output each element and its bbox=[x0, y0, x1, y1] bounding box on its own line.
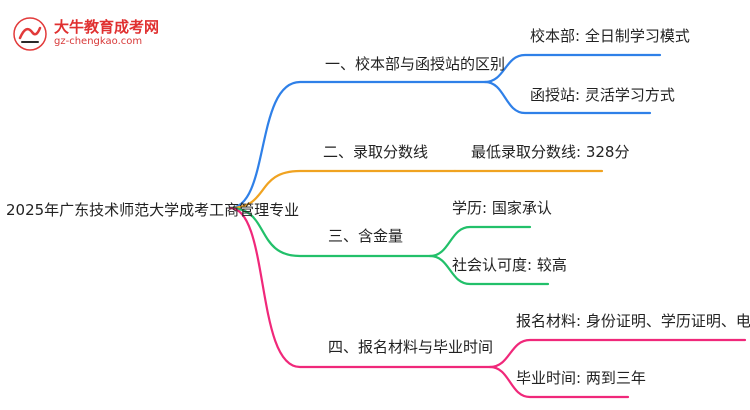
leaf-label-2-1: 最低录取分数线: 328分 bbox=[471, 143, 629, 161]
branch-label-1: 一、校本部与函授站的区别 bbox=[325, 55, 505, 73]
leaf-connector-3-1 bbox=[428, 225, 532, 258]
logo-mark-icon bbox=[13, 17, 47, 51]
branch-label-3: 三、含金量 bbox=[328, 227, 403, 245]
leaf-connector-3-2 bbox=[428, 254, 550, 286]
branch-label-2: 二、录取分数线 bbox=[323, 143, 428, 161]
leaf-label-4-1: 报名材料: 身份证明、学历证明、电子版照片 bbox=[516, 312, 750, 330]
root-node-label: 2025年广东技术师范大学成考工商管理专业 bbox=[6, 201, 299, 219]
branch-connector-3 bbox=[228, 206, 432, 258]
leaf-label-4-2: 毕业时间: 两到三年 bbox=[516, 369, 646, 387]
leaf-label-3-1: 学历: 国家承认 bbox=[452, 199, 552, 217]
logo-site-name: 大牛教育成考网 bbox=[54, 18, 160, 36]
leaf-connector-4-1 bbox=[488, 338, 747, 369]
branch-connector-1 bbox=[228, 80, 487, 210]
site-logo[interactable]: 大牛教育成考网 gz-chengkao.com bbox=[12, 14, 172, 54]
leaf-connector-1-2 bbox=[483, 80, 652, 115]
logo-site-url: gz-chengkao.com bbox=[54, 36, 143, 47]
connector-lines bbox=[228, 53, 747, 399]
leaf-connector-4-2 bbox=[488, 365, 630, 399]
leaf-label-3-2: 社会认可度: 较高 bbox=[452, 256, 567, 274]
leaf-connector-1-1 bbox=[483, 53, 662, 84]
leaf-label-1-2: 函授站: 灵活学习方式 bbox=[530, 86, 675, 104]
branch-connector-4 bbox=[228, 206, 492, 369]
leaf-label-1-1: 校本部: 全日制学习模式 bbox=[530, 27, 690, 45]
branch-label-4: 四、报名材料与毕业时间 bbox=[328, 338, 493, 356]
branch-connector-2 bbox=[228, 169, 457, 210]
